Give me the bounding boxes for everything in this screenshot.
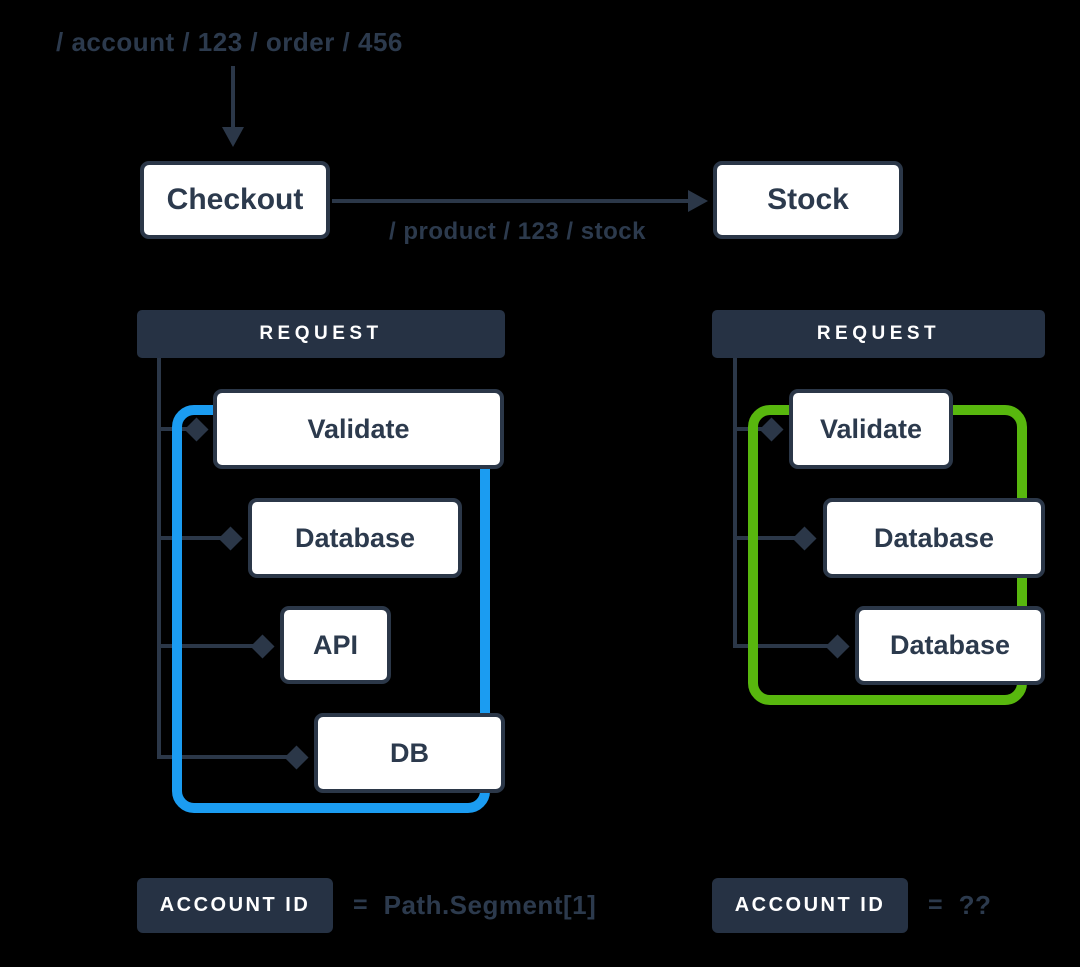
connector-line [159, 644, 265, 648]
service-call-arrow-line [332, 199, 692, 203]
span-box-database1-right: Database [823, 498, 1045, 578]
span-box-db-left: DB [314, 713, 505, 793]
span-label: Database [873, 522, 995, 553]
checkout-service-label: Checkout [166, 183, 304, 216]
account-id-value-left: Path.Segment[1] [383, 890, 597, 920]
equals-sign: = [353, 891, 368, 919]
incoming-path-label: / account / 123 / order / 456 [56, 27, 403, 57]
account-id-row-left: ACCOUNT ID = Path.Segment[1] [137, 878, 596, 933]
connector-line [159, 536, 233, 540]
service-call-path-label: / product / 123 / stock [389, 218, 646, 245]
span-box-database2-right: Database [855, 606, 1045, 685]
stock-service-box: Stock [713, 161, 903, 239]
checkout-service-box: Checkout [140, 161, 330, 239]
connector-line [735, 536, 808, 540]
trace-trunk-line-right [733, 358, 737, 648]
account-id-badge-label: ACCOUNT ID [159, 894, 311, 916]
request-header-right-label: REQUEST [816, 323, 941, 344]
span-label: Database [294, 522, 416, 553]
span-label: Database [889, 630, 1011, 660]
span-label: Validate [819, 413, 923, 444]
account-id-badge-label: ACCOUNT ID [734, 894, 886, 916]
down-arrow-head [222, 127, 244, 147]
equals-sign: = [928, 891, 943, 919]
span-box-database-left: Database [248, 498, 462, 578]
span-label: Validate [307, 413, 410, 444]
trace-trunk-line-left [157, 358, 161, 759]
service-call-arrow-head [688, 190, 708, 212]
account-id-badge-right: ACCOUNT ID [712, 878, 908, 933]
request-header-left: REQUEST [137, 310, 505, 358]
connector-line [735, 644, 841, 648]
request-header-left-label: REQUEST [259, 323, 383, 344]
span-box-validate-right: Validate [789, 389, 953, 469]
account-id-value-right: ?? [958, 890, 992, 920]
connector-line [159, 755, 299, 759]
account-id-badge-left: ACCOUNT ID [137, 878, 333, 933]
down-arrow-line [231, 66, 235, 128]
stock-service-label: Stock [767, 183, 849, 216]
span-box-api-left: API [280, 606, 391, 684]
account-id-row-right: ACCOUNT ID = ?? [712, 878, 991, 933]
span-label: API [312, 629, 358, 660]
request-header-right: REQUEST [712, 310, 1045, 358]
span-label: DB [390, 737, 429, 768]
span-box-validate-left: Validate [213, 389, 504, 469]
